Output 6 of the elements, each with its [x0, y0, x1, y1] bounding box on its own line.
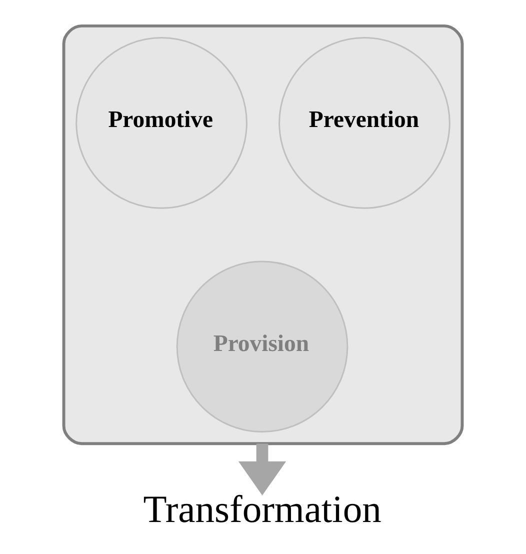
arrow — [238, 444, 286, 496]
node-circle: Prevention — [278, 37, 450, 209]
cluster — [62, 24, 464, 446]
node-text: Transformation — [143, 488, 382, 531]
node-circle: Promotive — [76, 37, 248, 209]
node-circle: Provision — [176, 260, 348, 433]
